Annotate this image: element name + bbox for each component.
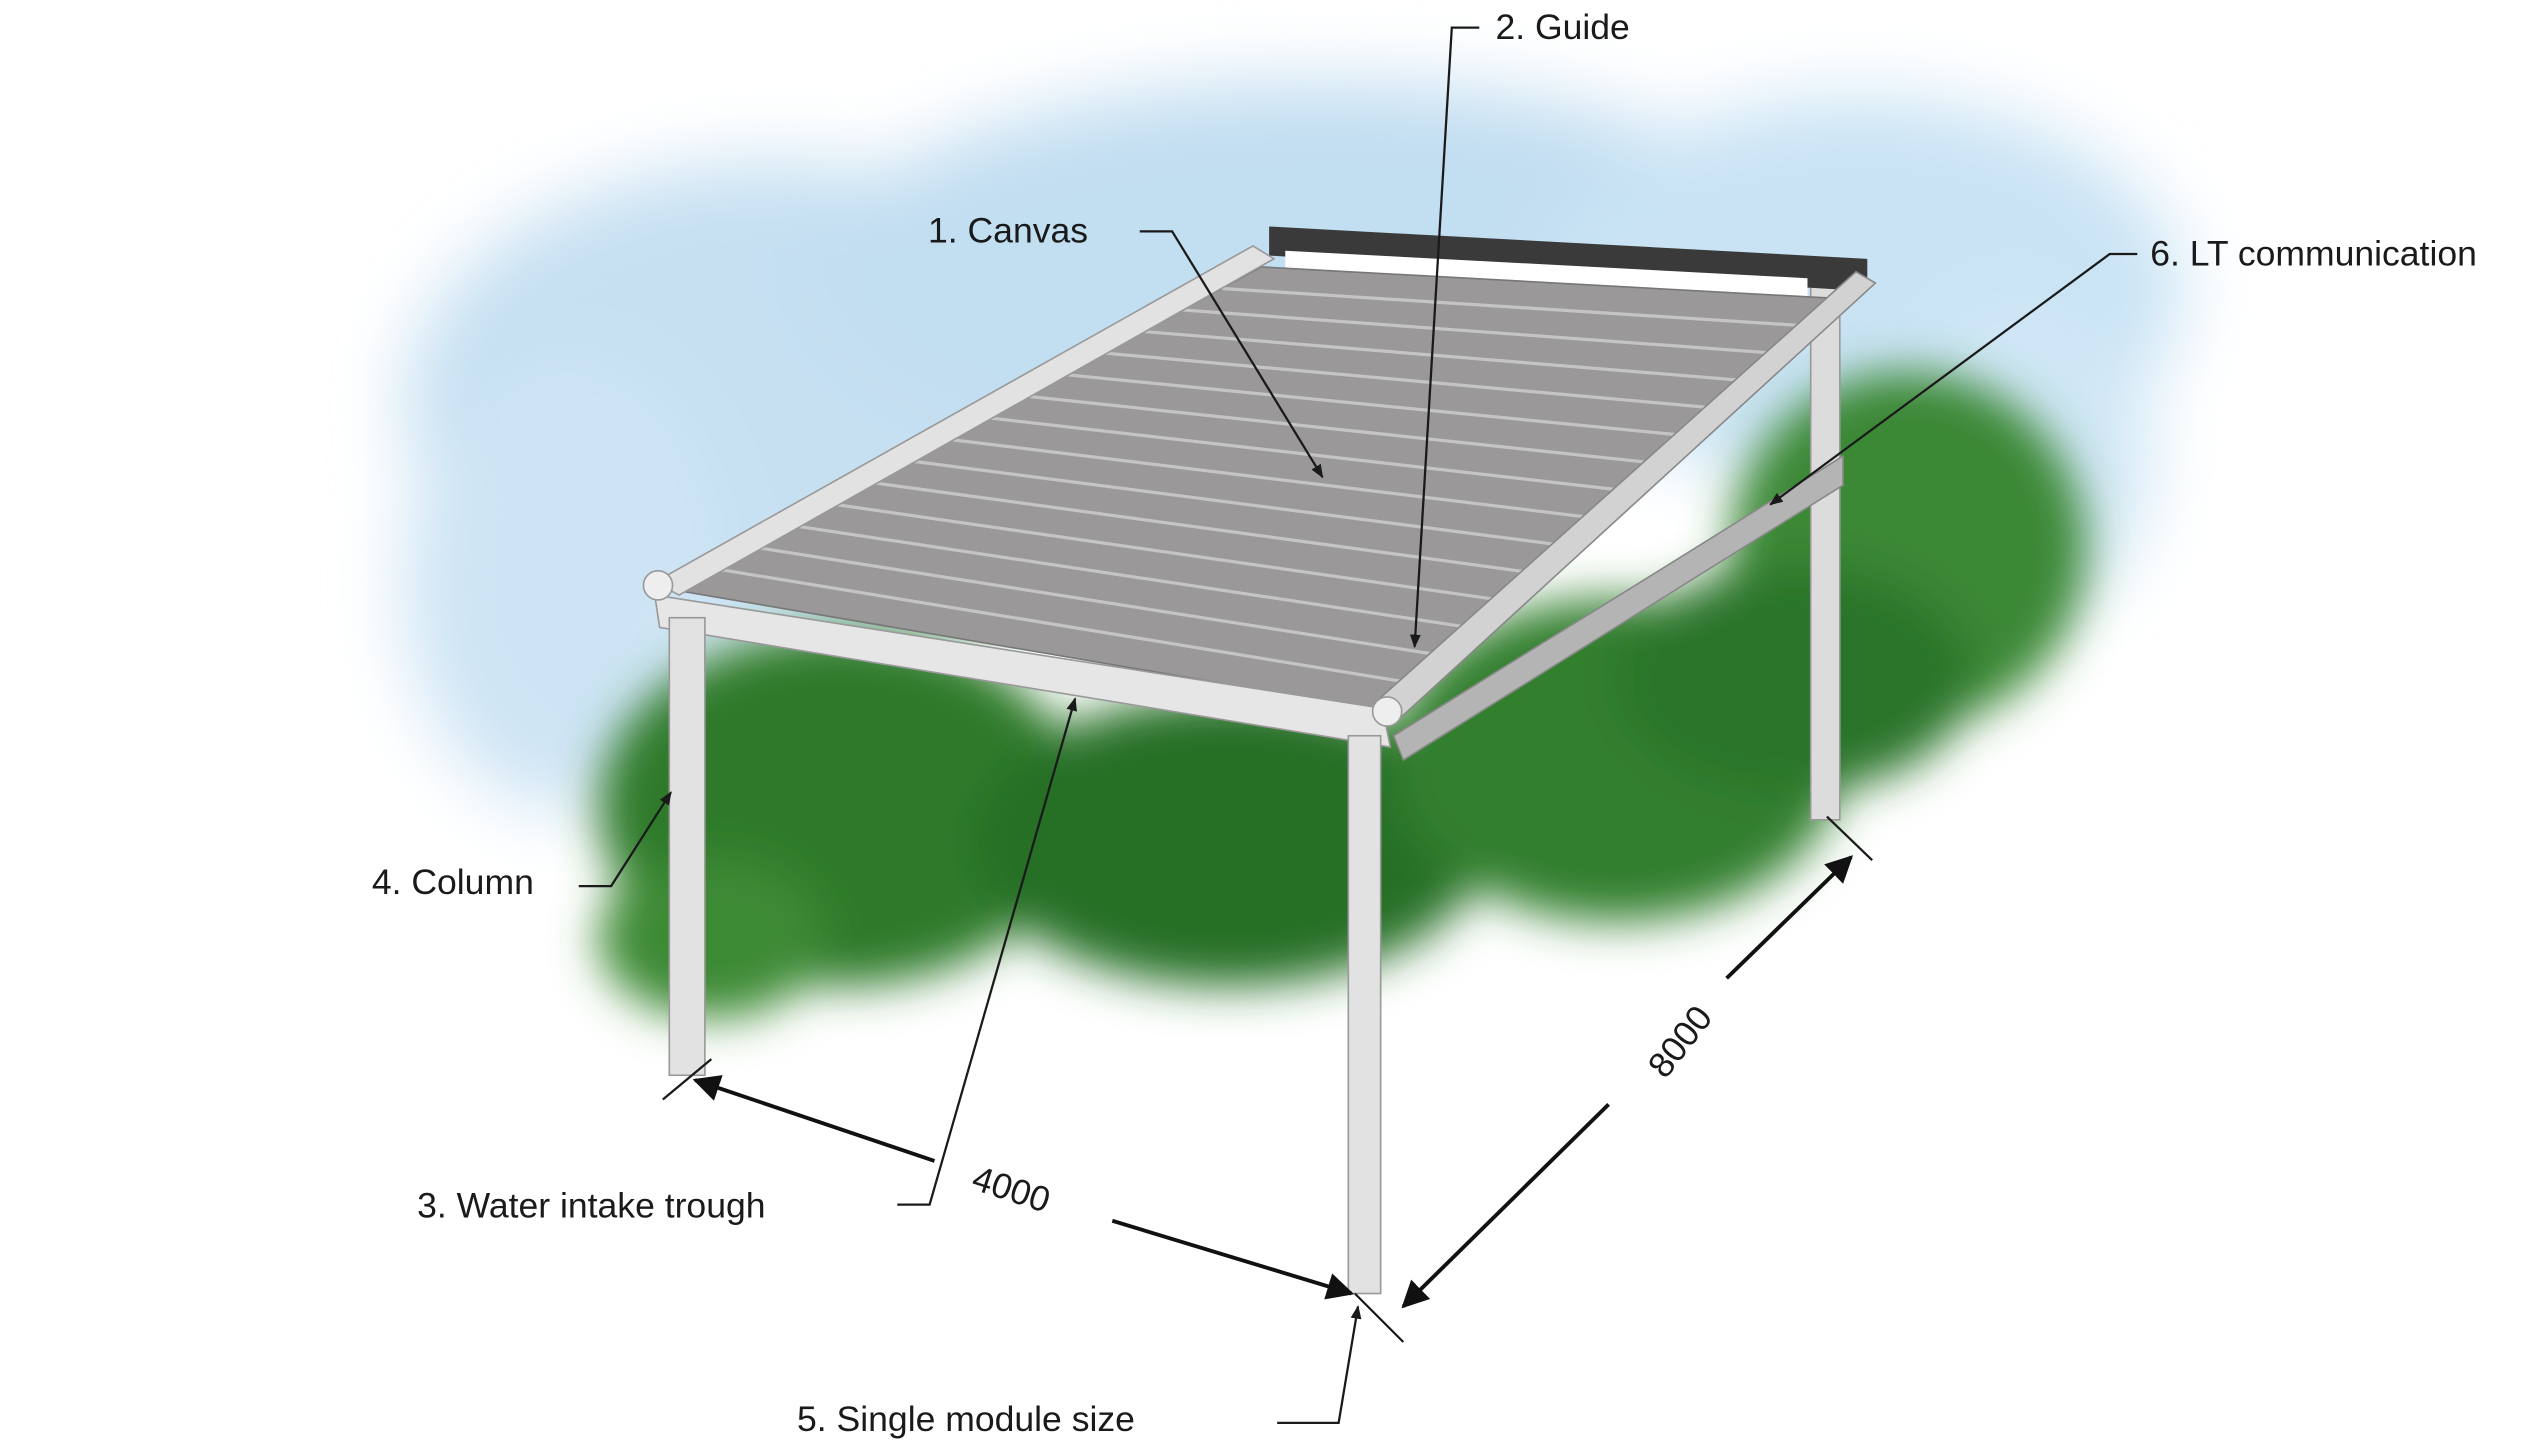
canvas-slat	[1182, 308, 1790, 356]
label-canvas: 1. Canvas	[928, 211, 1324, 479]
label-guide: 2. Guide	[1409, 7, 1630, 649]
lt-communication-label: 6. LT communication	[2150, 233, 2477, 273]
canvas-slat	[792, 523, 1481, 631]
back-column	[1809, 277, 1841, 821]
label-trough: 3. Water intake trough	[417, 697, 1077, 1226]
canvas-slat	[870, 480, 1543, 576]
label-lt: 6. LT communication	[1769, 233, 2477, 506]
water-intake-trough	[653, 594, 1392, 749]
canvas-slat	[753, 545, 1450, 659]
canvas-slat	[1065, 373, 1697, 439]
lt-communication-beam	[1392, 454, 1844, 762]
length-dimension: 8000	[1640, 998, 1720, 1085]
left-column	[668, 616, 706, 1077]
canvas-slat	[831, 502, 1512, 604]
pergola	[642, 226, 1877, 1295]
canvas-slat	[1143, 329, 1759, 384]
label-module: 5. Single module size	[797, 1305, 1362, 1439]
canvas-slat	[1104, 351, 1728, 411]
canvas-slats	[714, 286, 1821, 686]
module-size-label: 5. Single module size	[797, 1399, 1135, 1439]
canvas-label: 1. Canvas	[928, 211, 1088, 251]
canvas-slat	[714, 567, 1419, 686]
label-column: 4. Column	[372, 791, 672, 902]
guide-label: 2. Guide	[1495, 7, 1629, 47]
right-column	[1347, 734, 1382, 1295]
canvas-slat	[987, 416, 1635, 494]
column-label: 4. Column	[372, 862, 534, 902]
dimension-width: 4000	[662, 1058, 1355, 1300]
canvas-slat	[948, 437, 1604, 521]
canvas-slat	[909, 459, 1573, 549]
width-dimension: 4000	[968, 1158, 1056, 1220]
trough-label: 3. Water intake trough	[417, 1186, 765, 1226]
canvas-slat	[1026, 394, 1666, 466]
canvas-slat	[1221, 286, 1821, 329]
